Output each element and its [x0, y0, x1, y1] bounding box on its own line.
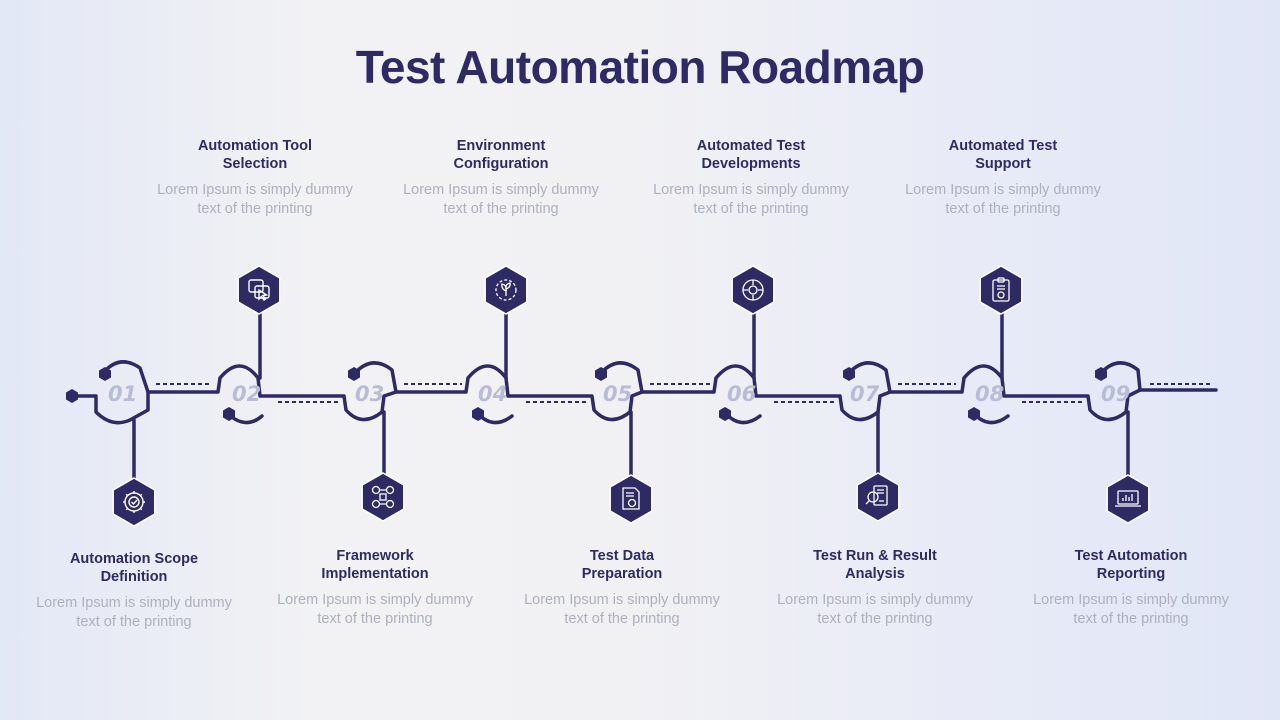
step-02-text: Automation Tool Selection Lorem Ipsum is…: [140, 137, 370, 219]
step-03-description: Lorem Ipsum is simply dummy text of the …: [277, 592, 473, 627]
step-09-number: 09: [1101, 382, 1130, 406]
step-04-number: 04: [478, 382, 507, 406]
step-04-title: Environment Configuration: [453, 138, 549, 172]
lobe-marker: [348, 367, 360, 381]
step-02-title: Automation Tool Selection: [197, 138, 313, 172]
lobe-marker: [843, 367, 855, 381]
gear-check-icon: [112, 477, 156, 527]
roadmap-track: [70, 364, 1218, 425]
step-05-number: 05: [603, 382, 632, 406]
target-arrows-icon: [731, 265, 775, 315]
step-03-title: Framework Implementation: [321, 548, 429, 582]
step-07-description: Lorem Ipsum is simply dummy text of the …: [777, 592, 973, 627]
step-03-text: Framework Implementation Lorem Ipsum is …: [260, 547, 490, 629]
step-04-text: Environment Configuration Lorem Ipsum is…: [386, 137, 616, 219]
laptop-chart-icon: [1106, 474, 1150, 524]
step-08-description: Lorem Ipsum is simply dummy text of the …: [905, 182, 1101, 217]
lobe-marker: [968, 407, 980, 421]
framework-nodes-icon: [361, 472, 405, 522]
step-05-title: Test Data Preparation: [581, 548, 663, 582]
lobe-marker: [223, 407, 235, 421]
step-01-number: 01: [108, 382, 137, 406]
lobe-marker: [99, 367, 111, 381]
step-01-title: Automation Scope Definition: [69, 551, 199, 585]
step-09-title: Test Automation Reporting: [1074, 548, 1188, 582]
lobe-marker: [472, 407, 484, 421]
lobe-marker: [719, 407, 731, 421]
step-06-lobe: [724, 412, 762, 425]
step-08-number: 08: [975, 382, 1004, 406]
step-06-description: Lorem Ipsum is simply dummy text of the …: [653, 182, 849, 217]
step-05-description: Lorem Ipsum is simply dummy text of the …: [524, 592, 720, 627]
step-05-text: Test Data Preparation Lorem Ipsum is sim…: [507, 547, 737, 629]
step-01-description: Lorem Ipsum is simply dummy text of the …: [36, 595, 232, 630]
start-marker: [66, 389, 78, 403]
step-06-number: 06: [727, 382, 756, 406]
step-02-number: 02: [232, 382, 261, 406]
step-07-text: Test Run & Result Analysis Lorem Ipsum i…: [760, 547, 990, 629]
page-title: Test Automation Roadmap: [355, 41, 925, 93]
step-08-title: Automated Test Support: [948, 138, 1058, 172]
document-gear-icon: [609, 474, 653, 524]
step-07-title: Test Run & Result Analysis: [813, 548, 937, 582]
select-cursor-icon: [237, 265, 281, 315]
step-09-description: Lorem Ipsum is simply dummy text of the …: [1033, 592, 1229, 627]
step-01-text: Automation Scope Definition Lorem Ipsum …: [19, 550, 249, 632]
clipboard-gear-icon: [979, 265, 1023, 315]
magnifier-report-icon: [856, 472, 900, 522]
step-03-number: 03: [355, 382, 384, 406]
step-04-description: Lorem Ipsum is simply dummy text of the …: [403, 182, 599, 217]
step-06-title: Automated Test Developments: [696, 138, 806, 172]
lobe-marker: [595, 367, 607, 381]
lobe-marker: [1095, 367, 1107, 381]
step-09-text: Test Automation Reporting Lorem Ipsum is…: [1016, 547, 1246, 629]
step-07-number: 07: [850, 382, 880, 406]
leaf-gear-icon: [484, 265, 528, 315]
step-06-text: Automated Test Developments Lorem Ipsum …: [636, 137, 866, 219]
step-08-text: Automated Test Support Lorem Ipsum is si…: [888, 137, 1118, 219]
step-02-description: Lorem Ipsum is simply dummy text of the …: [157, 182, 353, 217]
